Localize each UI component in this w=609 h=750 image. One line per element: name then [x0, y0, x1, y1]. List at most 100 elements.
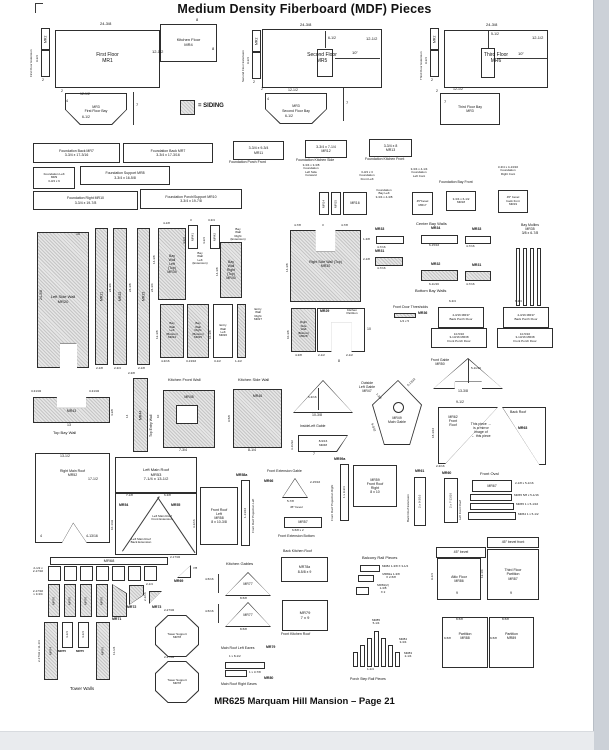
caption-third-floor-extension: Third Floor Extension [419, 51, 423, 80]
dim: MR64 1 x 5-1/2 [518, 512, 539, 516]
dim: 4-3/4 [202, 237, 206, 244]
label-mr32: MR32 [431, 262, 441, 266]
dim: 4 [66, 99, 68, 103]
oval-bar-3 [470, 503, 514, 510]
piece-mr59a: 1 x 9-3/4 [340, 464, 349, 521]
piece-mr47 [293, 380, 353, 413]
dim: 8-5/8 [502, 617, 509, 621]
piece-mr23: MR23 [137, 228, 150, 365]
piece-mr70-4: MR70 [96, 584, 108, 617]
piece-mr60: 2 x 7-13/16 [444, 478, 458, 523]
piece-mr54-mr55-block [115, 493, 197, 555]
dim: 4-7/8 [294, 223, 301, 227]
dim: 2-27/32 [164, 608, 175, 612]
mr45-window [176, 405, 198, 424]
dim: 5-7/8 [287, 499, 294, 503]
oval-bar-2 [470, 494, 512, 501]
dim: 2-3/4 [114, 366, 121, 370]
piece-mr33-right [465, 236, 491, 244]
piece-mr61: 2 x 9-3/16 [414, 477, 426, 526]
dim: 9-3/32 [370, 422, 377, 433]
balcony-bar-mr82 [360, 565, 380, 572]
dim: 24-3/8 [39, 290, 43, 300]
dim: 6-15/16 [429, 243, 440, 247]
dim: 9-3/4 [246, 57, 250, 64]
caption-tower-walls: Tower Walls [70, 686, 95, 691]
caption-foundation-bay-front: Foundation Bay Front [439, 180, 473, 184]
step-bar-6 [388, 645, 393, 667]
label-mr36: MR36 [418, 311, 428, 315]
dim: 4-7/16 [377, 245, 386, 249]
piece-mr2-first: MR2 [41, 28, 50, 50]
step-bar-1 [353, 652, 358, 667]
arrow-mr6-hole [488, 31, 489, 48]
piece-mr77-a: MR77 [225, 572, 271, 596]
piece-mr68: MR68 [50, 557, 168, 565]
label-mr61: MR61 [415, 469, 425, 473]
dim: 9-1/4 [430, 573, 434, 580]
caption-back-roof: Back Roof [510, 410, 527, 414]
dim: 2 [253, 80, 255, 84]
piece-mr2-second: MR2 [252, 30, 261, 52]
dim: 12-1/2 [366, 36, 378, 41]
dim: 2-1/4 [146, 582, 153, 586]
piece-mr16: MR16 [343, 192, 367, 215]
dim: 7 [346, 100, 349, 105]
label-mr29: MR29 [320, 309, 330, 313]
dim: 9-5/8 [227, 415, 231, 422]
dim: 7-3/8 [374, 392, 383, 400]
dim: 1 x 8-1/2 [229, 654, 241, 658]
dim: 9 [456, 591, 458, 595]
mr5-stair-hole [317, 49, 333, 77]
piece-mr30: Right Side Wall (Top)MR30 [290, 230, 361, 302]
dim: 13 [67, 423, 71, 427]
dim: 12-1/2 [288, 88, 298, 92]
dim: 2-3/8 [128, 371, 135, 375]
label-mr31: MR31 [472, 263, 482, 267]
corner-mark-h [35, 3, 43, 4]
dim: 3-31/32 [31, 389, 42, 393]
caption-front-extension-gable: Front Extension Gable [267, 469, 302, 473]
piece-mr75-b: 4-1/4 [78, 622, 89, 648]
piece-mr74: MR74 [44, 622, 58, 680]
dim: 2-1/8 [138, 366, 145, 370]
dim: 3-11/32 [290, 440, 294, 450]
dim: 5-11/16 [471, 366, 481, 370]
dim: 7-1/8 [126, 493, 133, 497]
caption-front-roof-projection-left: Front Roof Projection Left [251, 498, 255, 533]
dim: 7 [444, 99, 447, 104]
caption-center-bay-walls: Center Bay Walls [416, 221, 447, 226]
dim: 14-3/8 [285, 263, 289, 272]
dim: 5-1/2 [491, 32, 499, 36]
dim: 12-1/2 [152, 49, 164, 54]
dim: 7 [136, 102, 139, 107]
dim: 2-1/16 [143, 592, 147, 601]
caption-front-door-thresholds: Front Door Thresholds [393, 305, 428, 309]
dim: 2-27/32 [164, 655, 175, 659]
piece-mr72 [129, 585, 144, 605]
mullion-3 [530, 248, 534, 306]
step-bar-5 [381, 638, 386, 667]
